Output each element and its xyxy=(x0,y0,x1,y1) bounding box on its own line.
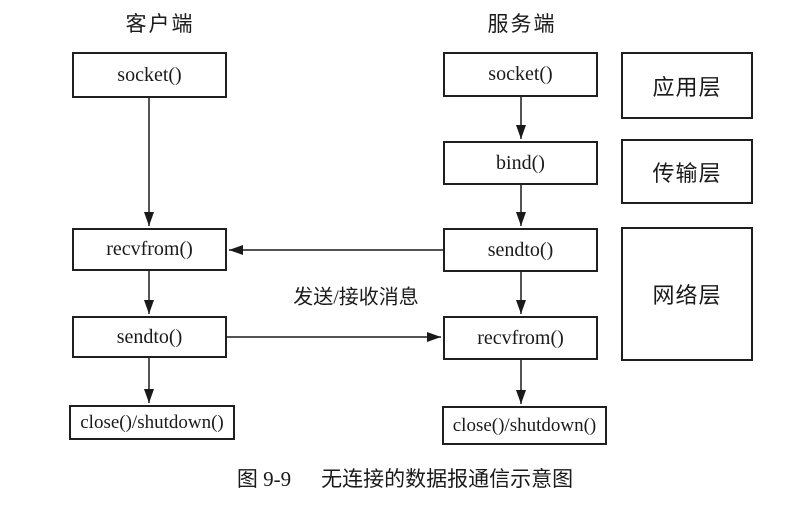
client-column-title: 客户端 xyxy=(125,12,195,36)
server-sendto-box: sendto() xyxy=(443,228,598,272)
client-sendto-box: sendto() xyxy=(72,316,227,358)
message-exchange-label: 发送/接收消息 xyxy=(293,286,419,309)
figure-caption-number: 图 9-9 xyxy=(236,467,292,491)
figure-caption-text: 无连接的数据报通信示意图 xyxy=(321,467,574,491)
server-column-title: 服务端 xyxy=(487,12,557,36)
client-socket-box: socket() xyxy=(72,52,227,98)
layer-box-transport: 传输层 xyxy=(621,139,753,204)
client-close-shutdown-box: close()/shutdown() xyxy=(69,405,235,440)
figure-caption: 图 9-9 无连接的数据报通信示意图 xyxy=(237,463,573,493)
layer-box-network: 网络层 xyxy=(621,227,753,361)
server-bind-box: bind() xyxy=(443,141,598,185)
server-socket-box: socket() xyxy=(443,52,598,97)
layer-box-application: 应用层 xyxy=(621,52,753,119)
server-recvfrom-box: recvfrom() xyxy=(443,316,598,360)
client-recvfrom-box: recvfrom() xyxy=(72,228,227,271)
figure-caption-gap xyxy=(291,463,321,493)
server-close-shutdown-box: close()/shutdown() xyxy=(442,406,607,445)
